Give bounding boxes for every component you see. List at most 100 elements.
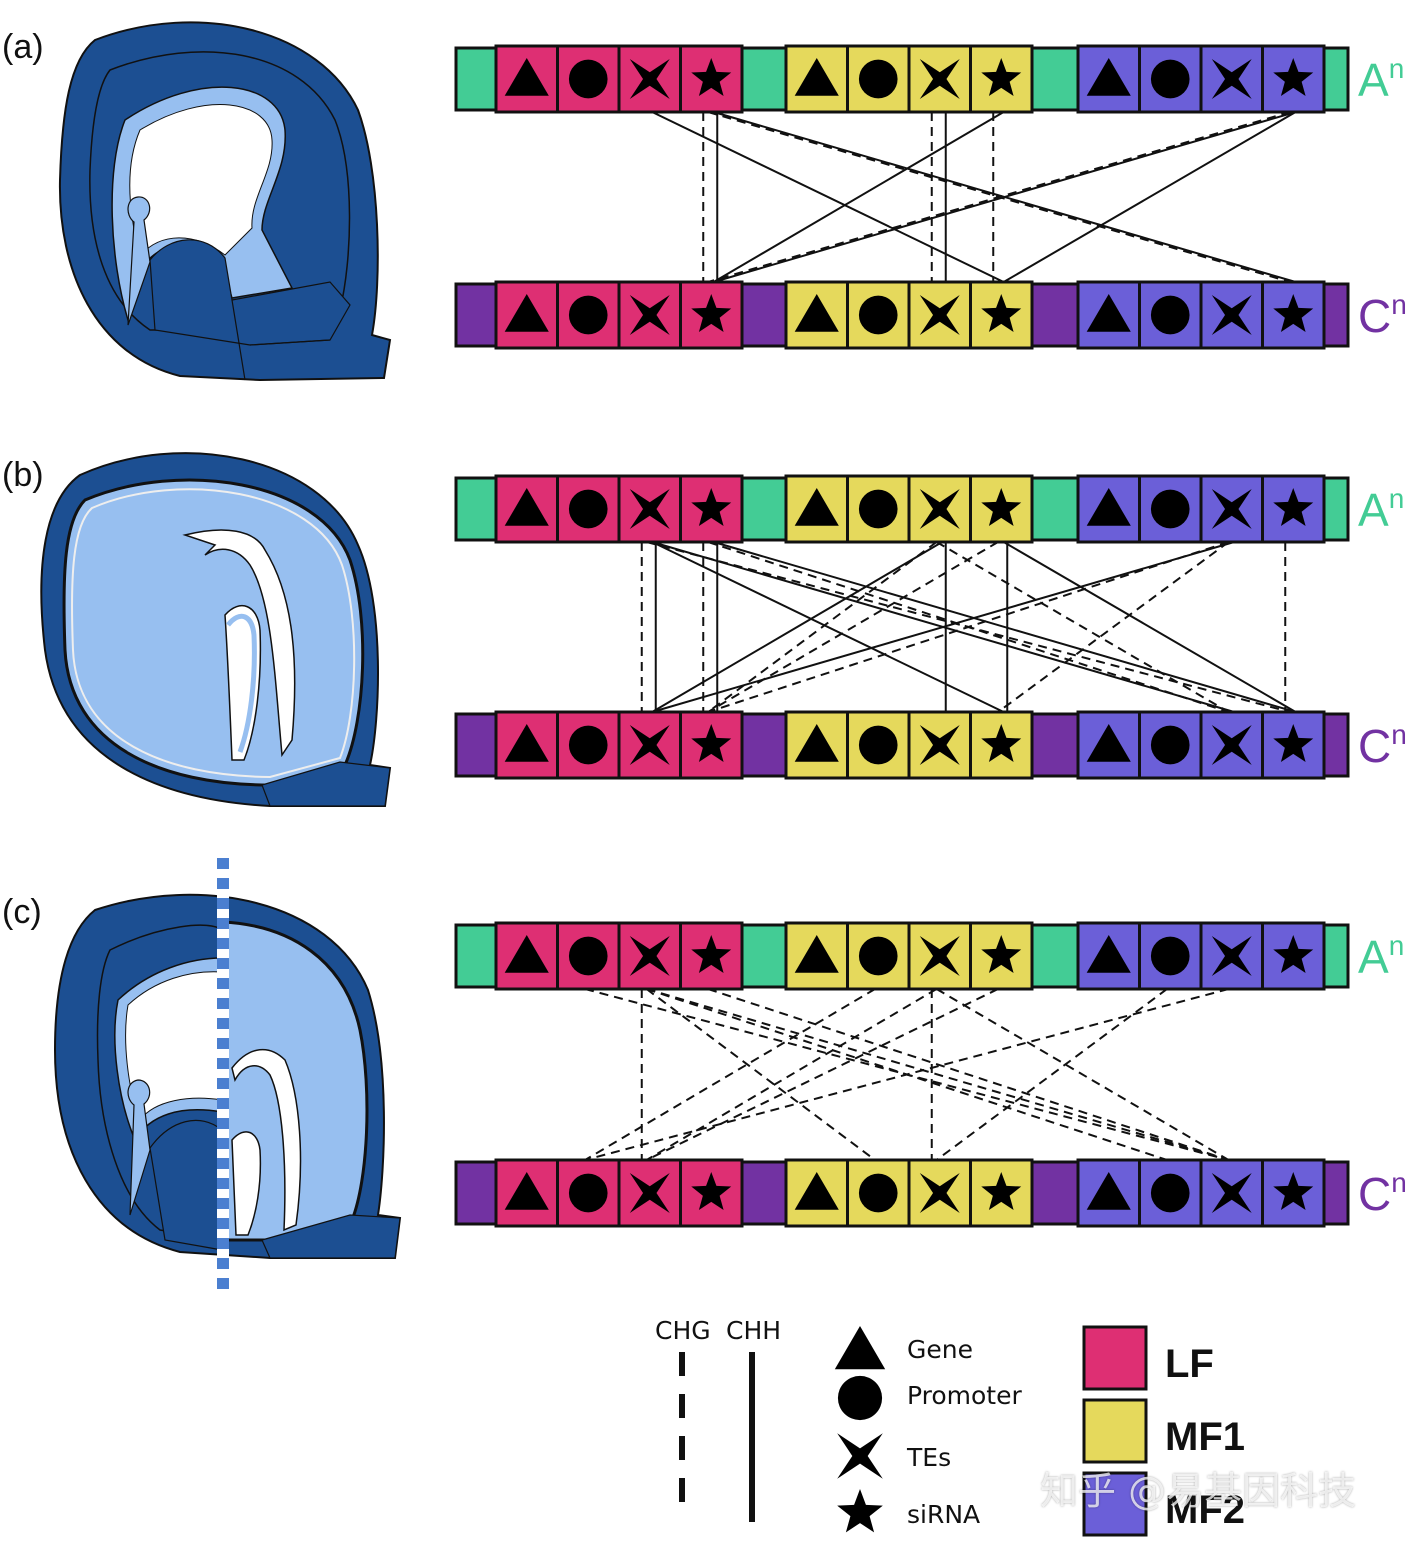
star-icon: [691, 1172, 732, 1210]
cross-icon: [1211, 936, 1252, 976]
cross-icon: [1211, 1173, 1252, 1213]
triangle-icon: [504, 724, 549, 762]
c-ploidy-superscript: n: [1391, 719, 1407, 750]
legend-triangle-icon: [834, 1326, 886, 1370]
top-chromosome: An: [454, 921, 1404, 991]
triangle-icon: [504, 1172, 549, 1210]
link-chh: [713, 541, 1296, 713]
triangle-icon: [1086, 935, 1131, 973]
a-genome-label: An: [1358, 930, 1404, 983]
link-chg: [935, 988, 1168, 1161]
star-icon: [691, 724, 732, 762]
circle-icon: [858, 295, 898, 335]
triangle-icon: [794, 294, 839, 332]
c-ploidy-superscript: n: [1391, 1167, 1407, 1198]
star-icon: [981, 58, 1022, 96]
mf1-tes-cell: [907, 474, 972, 544]
top-chromosome: An: [454, 474, 1404, 544]
triangle-icon: [504, 935, 549, 973]
triangle-icon: [504, 488, 549, 526]
panel-label-c: (c): [2, 893, 42, 931]
mf1-sirna-cell: [969, 1158, 1034, 1228]
legend-chg-label: CHG: [655, 1316, 711, 1345]
link-chh: [713, 111, 1296, 283]
a-ploidy-superscript: n: [1389, 53, 1405, 84]
legend-gene-label: Gene: [907, 1335, 973, 1364]
bottom-chromosome: Cn: [454, 710, 1407, 780]
circle-icon: [1150, 725, 1190, 765]
legend-lf-swatch: [1082, 1325, 1148, 1391]
triangle-icon: [794, 1172, 839, 1210]
seed-a: [58, 21, 392, 382]
bottom-chromosome: Cn: [454, 280, 1407, 350]
legend-sirna-label: siRNA: [907, 1500, 981, 1529]
circle-icon: [1150, 936, 1190, 976]
cross-icon: [1211, 725, 1252, 765]
circle-icon: [858, 489, 898, 529]
cross-icon: [629, 489, 670, 529]
cross-icon: [919, 936, 960, 976]
cross-icon: [629, 1173, 670, 1213]
cross-icon: [629, 295, 670, 335]
methylation-links: [651, 111, 1297, 283]
mf2-tes-cell: [1199, 280, 1264, 350]
link-chg: [646, 988, 938, 1161]
c-ploidy-superscript: n: [1391, 289, 1407, 320]
mf2-tes-cell: [1199, 921, 1264, 991]
triangle-icon: [1086, 294, 1131, 332]
cross-icon: [629, 725, 670, 765]
triangle-icon: [504, 294, 549, 332]
methylation-links: [640, 541, 1297, 713]
a-genome-label: An: [1358, 483, 1404, 536]
triangle-icon: [1086, 1172, 1131, 1210]
link-chh: [713, 111, 1005, 283]
star-icon: [981, 935, 1022, 973]
star-icon: [1273, 935, 1314, 973]
cross-icon: [629, 936, 670, 976]
circle-icon: [858, 59, 898, 99]
legend-cross-icon: [837, 1433, 883, 1479]
legend-star-icon: [837, 1489, 883, 1533]
circle-icon: [568, 489, 608, 529]
lf-tes-cell: [617, 1158, 682, 1228]
legend-lf-label: LF: [1165, 1342, 1214, 1386]
circle-icon: [568, 936, 608, 976]
legend-mf2-label: MF2: [1165, 1488, 1245, 1532]
cross-icon: [919, 489, 960, 529]
link-chg: [707, 541, 999, 713]
star-icon: [1273, 488, 1314, 526]
star-icon: [981, 488, 1022, 526]
a-ploidy-superscript: n: [1389, 930, 1405, 961]
link-chg: [707, 541, 938, 713]
panel-label-a: (a): [2, 28, 44, 66]
cross-icon: [1211, 489, 1252, 529]
link-chh: [651, 111, 1005, 283]
mf2-sirna-cell: [1261, 474, 1326, 544]
link-chg: [997, 541, 1230, 713]
circle-icon: [858, 1173, 898, 1213]
link-chg: [584, 988, 876, 1161]
circle-icon: [1150, 1173, 1190, 1213]
panel-label-b: (b): [2, 456, 44, 494]
triangle-icon: [794, 935, 839, 973]
seed-c: [53, 858, 402, 1298]
lf-promoter-cell: [556, 44, 621, 114]
mf2-promoter-cell: [1138, 921, 1203, 991]
c-genome-label: Cn: [1358, 1167, 1407, 1220]
top-chromosome: An: [454, 44, 1405, 114]
circle-icon: [1150, 295, 1190, 335]
circle-icon: [858, 725, 898, 765]
methylation-links: [584, 988, 1230, 1161]
star-icon: [981, 1172, 1022, 1210]
link-chg: [707, 541, 1229, 713]
star-icon: [981, 294, 1022, 332]
cross-icon: [919, 725, 960, 765]
link-chg: [645, 988, 876, 1161]
c-genome-label: Cn: [1358, 719, 1407, 772]
legend-mf1-label: MF1: [1165, 1415, 1245, 1459]
circle-icon: [568, 295, 608, 335]
circle-icon: [568, 59, 608, 99]
cross-icon: [1211, 59, 1252, 99]
